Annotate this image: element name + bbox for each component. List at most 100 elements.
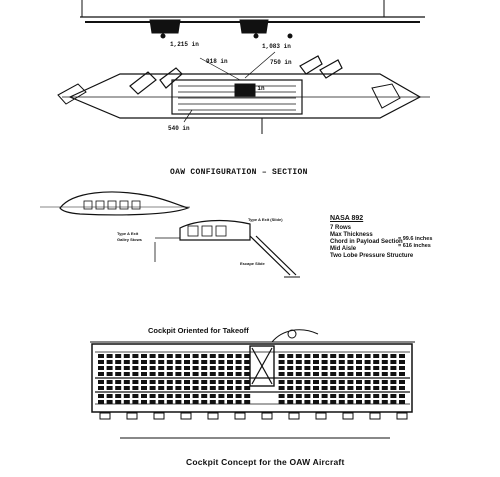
seat-block (390, 380, 397, 384)
seat-block (123, 366, 130, 370)
seat-block (149, 394, 156, 398)
seat-block (278, 380, 285, 384)
seat-block (330, 400, 337, 404)
seat-block (132, 360, 139, 364)
seat-block (390, 360, 397, 364)
seat-block (295, 360, 302, 364)
dimension-label-4: 750 in (270, 59, 292, 66)
seat-block (158, 354, 165, 358)
seat-block (278, 366, 285, 370)
seat-block (227, 394, 233, 398)
seat-block (287, 394, 294, 398)
seat-block (218, 400, 225, 404)
seat-block (244, 380, 251, 384)
seat-block (201, 400, 208, 404)
seat-block (278, 360, 285, 364)
seat-block (321, 394, 328, 398)
seat-block (141, 366, 147, 370)
seat-block (278, 386, 285, 390)
seat-block (235, 360, 242, 364)
seat-block (209, 354, 216, 358)
seat-block (381, 366, 388, 370)
seat-block (373, 400, 380, 404)
seat-block (209, 386, 216, 390)
dimension-label-6: 540 in (168, 125, 190, 132)
seat-block (192, 366, 199, 370)
seat-block (287, 386, 294, 390)
seat-block (175, 360, 182, 364)
seat-block (373, 380, 380, 384)
landing-gear (99, 412, 111, 420)
landing-gear (234, 412, 246, 420)
seat-block (321, 400, 328, 404)
seat-block (158, 386, 165, 390)
seat-block (347, 360, 354, 364)
seat-block (192, 400, 199, 404)
seat-block (287, 366, 294, 370)
seat-block (338, 386, 345, 390)
seat-block (364, 360, 371, 364)
seat-block (381, 386, 388, 390)
seat-block (201, 360, 208, 364)
seat-block (149, 380, 156, 384)
seat-block (227, 372, 233, 376)
landing-gear (288, 412, 300, 420)
seat-block (98, 360, 104, 364)
seat-block (313, 380, 319, 384)
seat-block (209, 360, 216, 364)
seat-block (166, 394, 173, 398)
seat-block (287, 372, 294, 376)
seat-block (373, 386, 380, 390)
seat-block (390, 386, 397, 390)
seat-block (175, 372, 182, 376)
seat-block (244, 354, 251, 358)
seat-block (399, 372, 405, 376)
seat-block (304, 360, 311, 364)
seat-block (192, 360, 199, 364)
seat-block (149, 400, 156, 404)
seat-block (166, 366, 173, 370)
seat-block (347, 394, 354, 398)
seat-block (175, 380, 182, 384)
seat-block (381, 354, 388, 358)
airfoil-spec-line: 7 Rows (330, 225, 352, 231)
airfoil-section (40, 191, 300, 278)
seat-block (399, 360, 405, 364)
seat-block (166, 354, 173, 358)
seat-block (235, 386, 242, 390)
seat-block (141, 394, 147, 398)
seat-block (201, 386, 208, 390)
seat-block (184, 360, 190, 364)
seat-block (115, 360, 122, 364)
seat-block (123, 394, 130, 398)
seat-block (347, 366, 354, 370)
seat-block (244, 372, 251, 376)
seat-block (158, 400, 165, 404)
landing-gear (396, 412, 408, 420)
seat-block (201, 394, 208, 398)
seat-block (364, 400, 371, 404)
seat-block (158, 372, 165, 376)
seat-block (218, 360, 225, 364)
seat-block (158, 366, 165, 370)
landing-gear (315, 412, 327, 420)
seat-block (115, 366, 122, 370)
seat-block (364, 366, 371, 370)
seat-block (313, 354, 319, 358)
seat-block (235, 354, 242, 358)
seat-block (184, 400, 190, 404)
seat-block (98, 366, 104, 370)
seat-block (123, 372, 130, 376)
seat-block (141, 372, 147, 376)
seat-block (347, 400, 354, 404)
seat-block (149, 386, 156, 390)
landing-gear-row (99, 412, 408, 420)
seat-block (115, 380, 122, 384)
seat-block (287, 400, 294, 404)
galley-note-left: Galley Stows (117, 237, 142, 242)
seat-block (106, 386, 113, 390)
seat-block (278, 372, 285, 376)
seat-block (390, 400, 397, 404)
seat-block (364, 380, 371, 384)
